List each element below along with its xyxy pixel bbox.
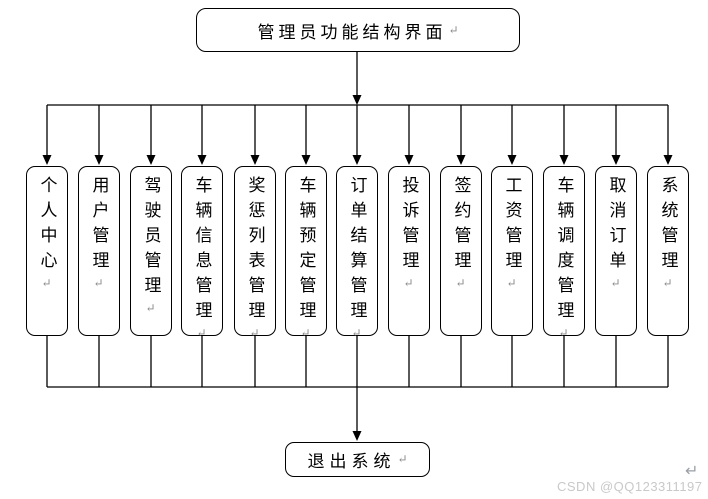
function-node-label: 签约管理 (451, 176, 471, 276)
return-mark-icon: ↵ (397, 452, 408, 466)
function-node-complaint-management: 投诉管理↵ (388, 166, 430, 336)
function-node-user-management: 用户管理↵ (78, 166, 120, 336)
return-mark-icon: ↵ (556, 326, 571, 348)
root-node: 管理员功能结构界面↵ (196, 8, 520, 52)
arrowhead-down-icon (507, 155, 517, 165)
return-mark-icon: ↵ (143, 301, 158, 323)
arrowhead-down-icon (352, 155, 362, 165)
arrowhead-down-icon (197, 155, 207, 165)
function-node-order-settlement-management: 订单结算管理↵ (336, 166, 378, 348)
return-mark-icon: ↵ (448, 22, 459, 37)
function-node-label: 取消订单 (606, 176, 626, 276)
arrowhead-down-icon (663, 155, 673, 165)
function-node-contract-management: 签约管理↵ (440, 166, 482, 336)
function-node-vehicle-info-management: 车辆信息管理↵ (181, 166, 223, 348)
arrowhead-down-icon (250, 155, 260, 165)
function-node-personal-center: 个人中心↵ (26, 166, 68, 336)
arrowhead-down-icon (611, 155, 621, 165)
exit-node-label: 退出系统 (307, 452, 396, 471)
root-node-label: 管理员功能结构界面 (257, 22, 447, 42)
return-mark-icon: ↵ (39, 276, 54, 298)
function-node-driver-management: 驾驶员管理↵ (130, 166, 172, 336)
arrowhead-down-icon (352, 431, 362, 441)
exit-node: 退出系统↵ (285, 442, 430, 477)
arrowhead-down-icon (146, 155, 156, 165)
function-node-reward-list-management: 奖惩列表管理↵ (234, 166, 276, 348)
function-node-label: 车辆信息管理 (192, 176, 212, 326)
function-node-label: 车辆调度管理 (554, 176, 574, 326)
arrowhead-down-icon (42, 155, 52, 165)
function-node-vehicle-reservation-management: 车辆预定管理↵ (285, 166, 327, 348)
function-node-system-management: 系统管理↵ (647, 166, 689, 336)
return-mark-icon: ↵ (401, 276, 416, 298)
function-node-label: 车辆预定管理 (296, 176, 316, 326)
return-mark-icon: ↵ (453, 276, 468, 298)
function-node-salary-management: 工资管理↵ (491, 166, 533, 336)
function-node-vehicle-dispatch-management: 车辆调度管理↵ (543, 166, 585, 348)
function-node-cancel-order: 取消订单↵ (595, 166, 637, 336)
function-node-label: 投诉管理 (399, 176, 419, 276)
return-mark-icon: ↵ (504, 276, 519, 298)
return-mark-icon: ↵ (349, 326, 364, 348)
arrowhead-down-icon (559, 155, 569, 165)
function-node-label: 驾驶员管理 (141, 176, 161, 301)
arrowhead-down-icon (301, 155, 311, 165)
return-mark-icon: ↵ (660, 276, 675, 298)
return-mark-icon: ↵ (298, 326, 313, 348)
function-node-label: 个人中心 (37, 176, 57, 276)
watermark-text: CSDN @QQ123311197 (557, 479, 703, 494)
function-node-label: 用户管理 (89, 176, 109, 276)
function-node-label: 奖惩列表管理 (245, 176, 265, 326)
return-mark-icon: ↵ (194, 326, 209, 348)
function-node-label: 订单结算管理 (347, 176, 367, 326)
arrowhead-down-icon (404, 155, 414, 165)
arrowhead-down-icon (456, 155, 466, 165)
return-mark-icon: ↵ (247, 326, 262, 348)
function-node-label: 工资管理 (502, 176, 522, 276)
arrowhead-down-icon (352, 95, 362, 105)
arrowhead-down-icon (94, 155, 104, 165)
paragraph-return-mark-icon: ↵ (685, 461, 699, 480)
return-mark-icon: ↵ (608, 276, 623, 298)
function-node-label: 系统管理 (658, 176, 678, 276)
return-mark-icon: ↵ (91, 276, 106, 298)
